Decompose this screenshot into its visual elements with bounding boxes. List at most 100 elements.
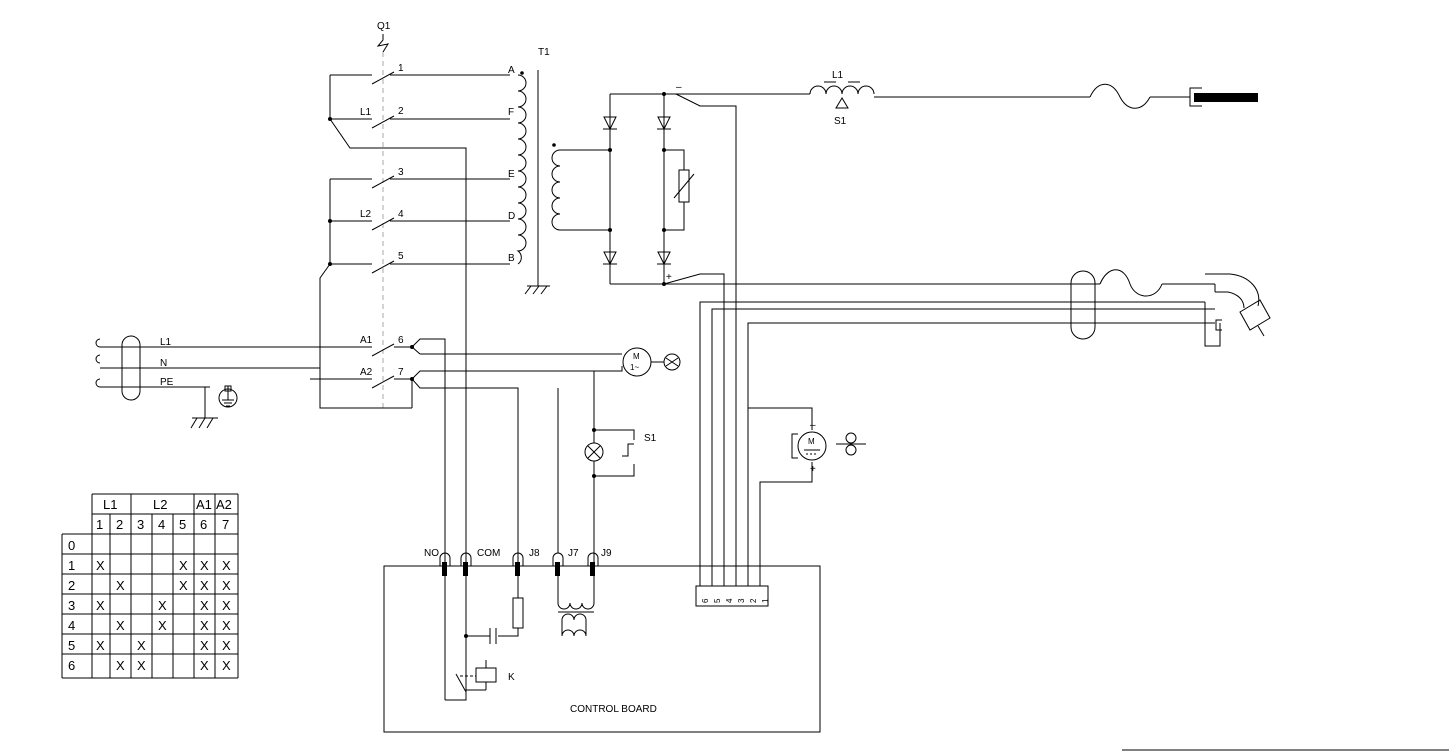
connector-pin-5-label: 5 (713, 598, 722, 603)
table-cell: X (96, 558, 105, 573)
torch-trigger (1215, 319, 1222, 331)
table-col-2: 2 (116, 517, 123, 532)
output-negative-line: L1 S1 (675, 70, 1258, 586)
cable-earth (1089, 83, 1151, 109)
table-cell: X (222, 658, 231, 673)
a1-label: A1 (360, 335, 373, 346)
resistor (512, 597, 524, 629)
table-cell: X (200, 658, 209, 673)
table-col-5: 5 (179, 517, 186, 532)
relay-label: K (508, 672, 515, 683)
l2-phase-label: L2 (360, 209, 372, 220)
relay-contact (455, 673, 467, 693)
torch-body (1205, 273, 1260, 307)
terminal-com-label: COM (477, 548, 500, 559)
table-position-0: 0 (68, 538, 75, 553)
terminal-j7: J7 (552, 548, 579, 576)
table-col-4: 4 (158, 517, 165, 532)
fan-motor: M 1~ (614, 347, 681, 377)
motor-minus-label: – (810, 420, 816, 431)
transformer-t1: T1 A F E D B (508, 47, 610, 295)
fan-m-label: M (633, 352, 640, 361)
motor-plus-label: + (810, 464, 816, 475)
choke-switch-label: S1 (834, 116, 847, 127)
switch-contact-2-label: 2 (398, 106, 404, 117)
torch-cable-sheath (1070, 270, 1096, 340)
cable-torch (1099, 269, 1163, 297)
mains-n-label: N (160, 358, 167, 369)
table-group-l2: L2 (153, 497, 167, 512)
tap-e-label: E (508, 169, 515, 180)
switch-contact-7-label: 7 (398, 367, 404, 378)
terminal-j8-label: J8 (529, 548, 540, 559)
table-cell: X (96, 638, 105, 653)
feed-roller-top-icon (845, 432, 857, 444)
table-cell: X (200, 638, 209, 653)
terminal-no: NO (424, 548, 451, 576)
connector-pin-3-label: 3 (737, 598, 746, 603)
minus-terminal-label: – (676, 82, 682, 93)
diode-4 (657, 251, 671, 266)
table-position-6: 6 (68, 658, 75, 673)
table-cell: X (137, 638, 146, 653)
terminal-j9: J9 (587, 548, 612, 576)
table-position-5: 5 (68, 638, 75, 653)
fan-phase-label: 1~ (630, 363, 639, 372)
output-positive-line (663, 269, 1271, 586)
table-cell: X (179, 558, 188, 573)
table-cell: X (158, 618, 167, 633)
q1-actuator-symbol (376, 34, 390, 53)
connector-pin-2-label: 2 (749, 598, 758, 603)
table-cell: X (222, 558, 231, 573)
control-board-label: CONTROL BOARD (570, 704, 657, 715)
mains-input: L1 N PE (95, 335, 372, 429)
table-cell: X (222, 598, 231, 613)
table-col-7: 7 (222, 517, 229, 532)
mains-pe-label: PE (160, 377, 174, 388)
wire-feed-motor-icon (797, 431, 827, 461)
connector-pin-1-label: 1 (761, 598, 770, 603)
wire-feed-motor: M – + (747, 407, 866, 586)
table-cell: X (137, 658, 146, 673)
terminal-j9-label: J9 (601, 548, 612, 559)
choke-l1 (809, 85, 875, 95)
control-board-outline (383, 565, 821, 733)
table-position-3: 3 (68, 598, 75, 613)
connector-pin-6-label: 6 (701, 598, 710, 603)
diode-2 (657, 116, 671, 131)
table-cell: X (96, 598, 105, 613)
tap-b-label: B (508, 253, 515, 264)
diode-1 (603, 116, 617, 131)
connector-pin-4-label: 4 (725, 598, 734, 603)
table-position-4: 4 (68, 618, 75, 633)
connector-6pin (695, 585, 769, 607)
switch-contact-5-label: 5 (398, 251, 404, 262)
table-cell: X (116, 618, 125, 633)
tap-f-label: F (508, 107, 514, 118)
terminal-j7-label: J7 (568, 548, 579, 559)
switch-contact-1-label: 1 (398, 63, 404, 74)
table-cell: X (200, 618, 209, 633)
table-cell: X (222, 638, 231, 653)
primary-winding (516, 74, 527, 265)
table-col-3: 3 (137, 517, 144, 532)
main-switch-q1: Q1 1 2 L1 3 4 L2 5 (310, 21, 614, 566)
torch-nozzle (1239, 299, 1271, 331)
table-group-a1: A1 (196, 497, 212, 512)
board-transformer-secondary (561, 613, 587, 621)
table-cell: X (116, 578, 125, 593)
earth-clamp (1194, 93, 1258, 102)
table-cell: X (179, 578, 188, 593)
tap-a-label: A (508, 65, 515, 76)
table-col-6: 6 (200, 517, 207, 532)
table-cell: X (222, 618, 231, 633)
secondary-winding (551, 149, 561, 231)
table-cell: X (200, 598, 209, 613)
table-group-l1: L1 (103, 497, 117, 512)
table-cell: X (222, 578, 231, 593)
thermal-switch-s1 (622, 443, 634, 457)
terminal-j8: J8 (512, 548, 540, 576)
terminal-com: COM (460, 548, 500, 576)
